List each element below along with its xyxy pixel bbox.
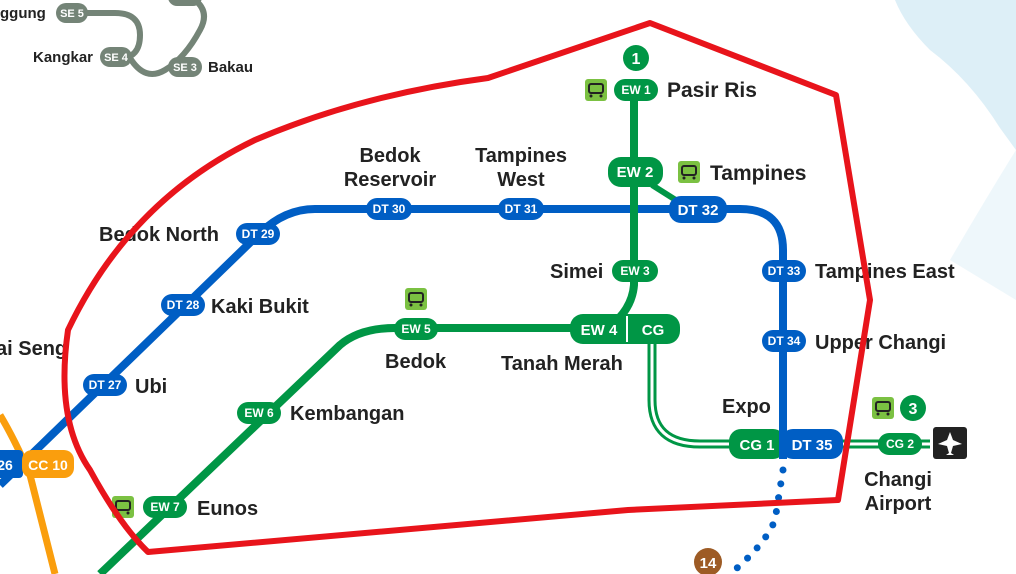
- station-label-kaki-bukit: Kaki Bukit: [211, 296, 309, 318]
- station-ew2[interactable]: EW 2: [608, 157, 663, 187]
- station-ew3[interactable]: EW 3: [612, 260, 658, 282]
- svg-text:DT 32: DT 32: [678, 202, 719, 219]
- station-label-eunos: Eunos: [197, 498, 258, 520]
- airplane-icon: [933, 427, 967, 459]
- station-ew6[interactable]: EW 6: [237, 402, 281, 424]
- bus-interchange-icon: [585, 79, 607, 101]
- svg-text:14: 14: [700, 555, 717, 572]
- station-label-tampines-west-2: West: [497, 169, 545, 191]
- highlight-outline: [61, 20, 873, 555]
- svg-text:EW 2: EW 2: [617, 164, 654, 181]
- station-label-tanah-merah: Tanah Merah: [501, 353, 623, 375]
- svg-text:EW 6: EW 6: [244, 406, 274, 420]
- station-ew5[interactable]: EW 5: [394, 318, 438, 340]
- station-se5[interactable]: SE 5: [56, 3, 88, 23]
- svg-text:3: 3: [909, 401, 918, 418]
- station-label-kembangan: Kembangan: [290, 403, 404, 425]
- svg-text:EW 5: EW 5: [401, 322, 431, 336]
- east-west-line: [97, 89, 638, 574]
- svg-text:DT 27: DT 27: [89, 378, 122, 392]
- svg-text:DT 33: DT 33: [768, 264, 801, 278]
- svg-text:EW 1: EW 1: [621, 83, 651, 97]
- station-dt30[interactable]: DT 30: [366, 198, 412, 220]
- exit-number-14: 14: [694, 548, 722, 574]
- station-label-tampines-west-1: Tampines: [475, 145, 567, 167]
- bus-interchange-icon: [678, 161, 700, 183]
- svg-text:DT 30: DT 30: [373, 202, 406, 216]
- station-se3[interactable]: SE 3: [168, 57, 202, 77]
- water-area: [895, 0, 1016, 150]
- downtown-line: [0, 205, 787, 488]
- svg-text:EW 7: EW 7: [150, 500, 180, 514]
- svg-text:CC 10: CC 10: [28, 457, 68, 473]
- station-cc10-dt26-partial[interactable]: 26 CC 10: [0, 450, 74, 478]
- station-label-changi-airport-2: Airport: [865, 493, 932, 515]
- svg-text:1: 1: [632, 51, 641, 68]
- svg-text:DT 35: DT 35: [792, 437, 833, 454]
- station-dt34[interactable]: DT 34: [762, 330, 806, 352]
- station-dt33[interactable]: DT 33: [762, 260, 806, 282]
- station-label-changi-airport-1: Changi: [864, 469, 932, 491]
- svg-text:SE 5: SE 5: [60, 8, 84, 20]
- svg-text:CG 1: CG 1: [739, 437, 774, 454]
- station-label-expo: Expo: [722, 396, 771, 418]
- station-ew7[interactable]: EW 7: [143, 496, 187, 518]
- station-label-bedok-reservoir-1: Bedok: [359, 145, 421, 167]
- svg-text:26: 26: [0, 457, 13, 473]
- svg-text:EW 3: EW 3: [620, 264, 650, 278]
- station-label-se3: Bakau: [208, 59, 253, 76]
- svg-text:CG: CG: [642, 322, 665, 339]
- station-dt28[interactable]: DT 28: [161, 294, 205, 316]
- exit-number-1: 1: [623, 45, 649, 71]
- changi-branch-line-outer: [647, 340, 930, 449]
- station-dt31[interactable]: DT 31: [498, 198, 544, 220]
- svg-text:DT 31: DT 31: [505, 202, 538, 216]
- station-ew1[interactable]: EW 1: [614, 79, 658, 101]
- bus-interchange-icon: [405, 288, 427, 310]
- svg-text:DT 29: DT 29: [242, 227, 275, 241]
- station-label-bedok-north: Bedok North: [99, 224, 219, 246]
- station-label-tampines-east: Tampines East: [815, 261, 955, 283]
- station-label-bedok-reservoir-2: Reservoir: [344, 169, 436, 191]
- station-label-bedok: Bedok: [385, 351, 447, 373]
- station-dt29[interactable]: DT 29: [236, 223, 280, 245]
- svg-text:DT 34: DT 34: [768, 334, 801, 348]
- svg-text:DT 28: DT 28: [167, 298, 200, 312]
- station-label-se4: Kangkar: [33, 49, 93, 66]
- svg-text:CG 2: CG 2: [886, 437, 914, 451]
- station-label-upper-changi: Upper Changi: [815, 332, 946, 354]
- station-dt27[interactable]: DT 27: [83, 374, 127, 396]
- svg-text:SE 3: SE 3: [173, 62, 197, 74]
- station-label-pasir-ris: Pasir Ris: [667, 79, 757, 102]
- station-cg2[interactable]: CG 2: [878, 433, 922, 455]
- svg-text:SE 4: SE 4: [104, 52, 129, 64]
- station-label-ubi: Ubi: [135, 376, 167, 398]
- te-line-dotted: [726, 466, 787, 574]
- station-ew4-cg[interactable]: EW 4 CG: [570, 314, 680, 344]
- station-label-se5: ggung: [0, 5, 46, 22]
- bus-interchange-icon: [872, 397, 894, 419]
- water-area-lower: [950, 150, 1016, 300]
- svg-text:EW 4: EW 4: [581, 322, 618, 339]
- station-expo-cg1-dt35[interactable]: CG 1 DT 35: [729, 429, 843, 459]
- station-se2-partial: [168, 0, 202, 6]
- station-label-tampines: Tampines: [710, 162, 806, 185]
- exit-number-3: 3: [900, 395, 926, 421]
- changi-branch-line-inner: [650, 340, 930, 446]
- station-dt32[interactable]: DT 32: [669, 196, 727, 223]
- station-label-tai-seng-partial: ai Seng: [0, 338, 67, 360]
- station-label-simei: Simei: [550, 261, 603, 283]
- station-se4[interactable]: SE 4: [100, 47, 132, 67]
